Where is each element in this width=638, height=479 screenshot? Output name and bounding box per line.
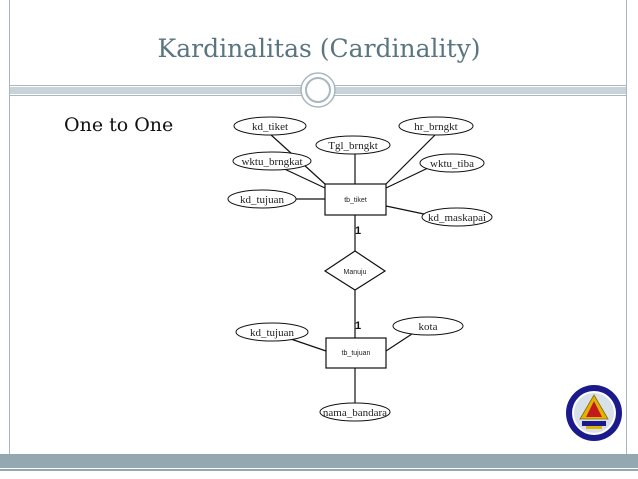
attr-label-wktu_brngkat: wktu_brngkat bbox=[241, 156, 302, 168]
attr-kd_tiket bbox=[233, 116, 307, 136]
footer-band bbox=[0, 454, 638, 468]
attr-label-wktu_tiba: wktu_tiba bbox=[430, 158, 474, 170]
edge-wktu_tiba bbox=[385, 167, 429, 189]
footer-line bbox=[0, 469, 638, 471]
attr-label-kd_tujuan-tujuan: kd_tujuan bbox=[250, 327, 294, 339]
attr-wktu_brngkat bbox=[232, 151, 312, 171]
attr-wktu_tiba bbox=[419, 153, 485, 173]
edge-kd_maskapai bbox=[385, 205, 425, 215]
attr-label-kd_tiket: kd_tiket bbox=[252, 121, 288, 133]
attr-kd_tujuan-tujuan bbox=[235, 322, 309, 342]
relationship-manuju bbox=[323, 250, 387, 291]
attr-label-tgl_brngkt: Tgl_brngkt bbox=[328, 140, 378, 152]
entity-label-tb_tiket: tb_tiket bbox=[344, 197, 367, 204]
attr-kota bbox=[392, 316, 464, 336]
attr-label-kd_tujuan-tiket: kd_tujuan bbox=[240, 194, 284, 206]
entity-tb_tujuan bbox=[325, 337, 387, 369]
attr-nama_bandara bbox=[319, 402, 391, 422]
cardinality-bottom: 1 bbox=[355, 320, 361, 332]
cardinality-top: 1 bbox=[355, 225, 361, 237]
attr-label-kd_maskapai: kd_maskapai bbox=[428, 212, 486, 224]
attr-hr_brngkt bbox=[398, 116, 474, 136]
entity-tb_tiket bbox=[324, 183, 387, 216]
attr-label-nama_bandara: nama_bandara bbox=[323, 407, 387, 419]
slide-subtitle: One to One bbox=[64, 114, 174, 136]
attr-tgl_brngkt bbox=[315, 135, 391, 155]
slide-title: Kardinalitas (Cardinality) bbox=[157, 34, 481, 63]
attr-label-kota: kota bbox=[419, 321, 438, 333]
attr-kd_maskapai bbox=[421, 207, 493, 227]
edge-hr_brngkt bbox=[385, 133, 437, 185]
attr-label-hr_brngkt: hr_brngkt bbox=[414, 121, 457, 133]
university-logo bbox=[566, 385, 622, 441]
slide-frame bbox=[9, 0, 627, 468]
entity-label-tb_tujuan: tb_tujuan bbox=[342, 350, 371, 357]
attr-kd_tujuan-tiket bbox=[227, 189, 297, 209]
relationship-label: Manuju bbox=[344, 269, 367, 276]
